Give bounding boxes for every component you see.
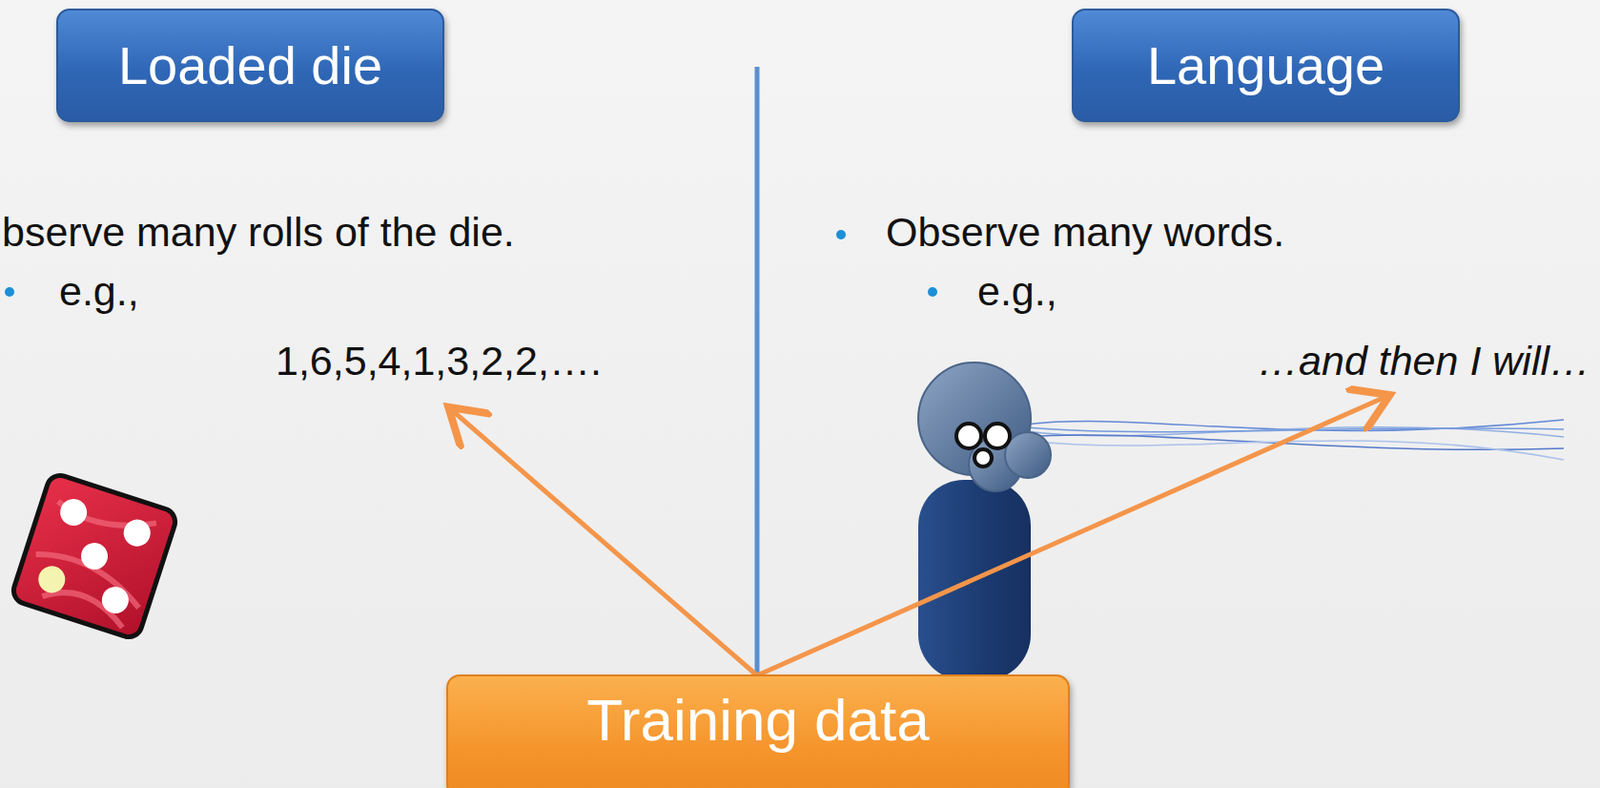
title-box: Loaded die xyxy=(56,8,445,123)
person-icon xyxy=(918,362,1051,680)
die-icon xyxy=(10,471,179,640)
bullet xyxy=(836,229,846,240)
leader-arrow xyxy=(451,410,758,676)
bullet xyxy=(927,287,938,297)
bullet-text: bserve many rolls of the die. xyxy=(1,209,515,255)
bullet-text: e.g., xyxy=(977,268,1058,314)
example-words: …and then I will… xyxy=(1257,338,1591,384)
box-label: Training data xyxy=(586,685,930,754)
bullet-text: e.g., xyxy=(59,268,140,314)
box-label: Language xyxy=(1147,34,1385,97)
divider-line xyxy=(755,66,760,676)
bullet-text: Observe many words. xyxy=(885,209,1285,255)
bullet xyxy=(4,287,15,297)
leader-arrow xyxy=(757,396,1386,676)
box-label: Loaded die xyxy=(118,34,383,97)
example-sequence: 1,6,5,4,1,3,2,2,…. xyxy=(275,338,602,384)
title-box: Language xyxy=(1071,8,1460,123)
training-box: Training data xyxy=(446,674,1070,788)
